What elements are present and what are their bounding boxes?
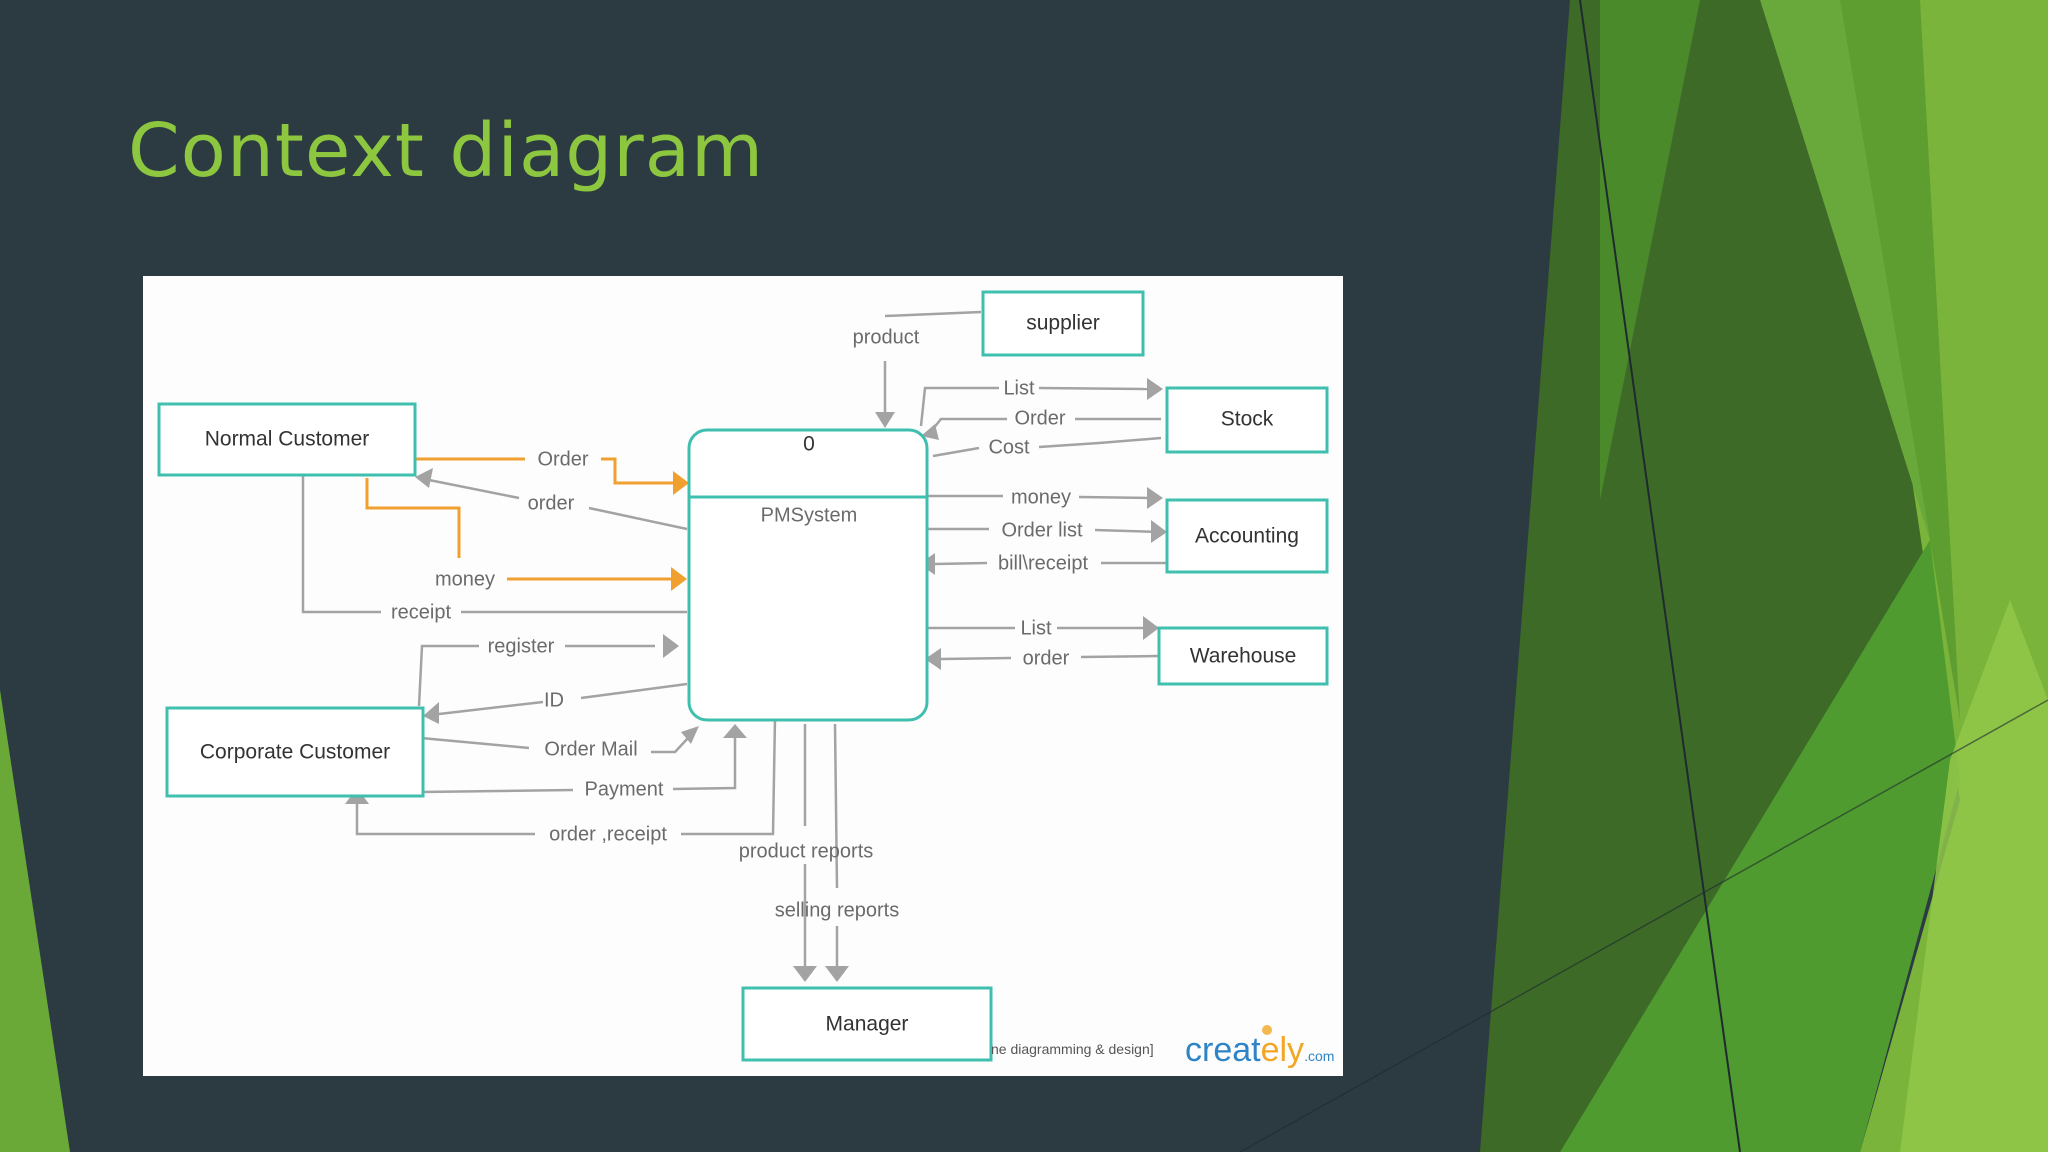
sun-icon xyxy=(1262,1025,1272,1035)
flow-label-cc-ordermail: Order Mail xyxy=(544,738,637,760)
watermark-text: ne diagramming & design] xyxy=(991,1041,1154,1057)
flow-label-nc-receipt: receipt xyxy=(391,601,451,623)
deco-green-shape xyxy=(1480,0,1930,1152)
arrowhead xyxy=(875,412,895,428)
flow-stock-order-line xyxy=(928,417,1007,435)
flow-wh-order-line xyxy=(1080,654,1160,659)
flow-label-acc-orderlist: Order list xyxy=(1001,519,1083,541)
entity-normal-customer-label: Normal Customer xyxy=(205,428,370,451)
arrowhead xyxy=(663,634,679,658)
diagram-canvas: product List Order Cost money Order list… xyxy=(157,290,1334,1069)
flow-cc-register-line xyxy=(417,644,479,707)
flow-label-supplier-product: product xyxy=(853,326,920,348)
arrowhead xyxy=(723,724,747,738)
flow-cc-id-line xyxy=(438,700,544,716)
entity-stock: Stock xyxy=(1165,386,1329,454)
flow-stock-cost-line xyxy=(1038,436,1162,449)
flow-label-wh-order: order xyxy=(1023,647,1070,669)
deco-thin-line xyxy=(1579,0,1741,1152)
flow-label-stock-order: Order xyxy=(1014,407,1065,429)
flow-cc-ordermail-line xyxy=(651,737,689,754)
arrowhead xyxy=(1147,378,1163,400)
flow-label-stock-cost: Cost xyxy=(988,436,1030,458)
arrowhead xyxy=(671,567,687,591)
flow-label-nc-money: money xyxy=(435,568,495,590)
entity-corporate-customer-label: Corporate Customer xyxy=(200,741,390,764)
deco-green-shape xyxy=(1600,0,1700,500)
arrowhead xyxy=(423,702,439,724)
deco-green-shape xyxy=(0,690,70,1152)
entity-supplier-label: supplier xyxy=(1026,312,1100,335)
flow-label-mgr-selling: selling reports xyxy=(775,899,900,921)
flow-acc-money-line xyxy=(1078,495,1150,500)
creately-logo: creately.com xyxy=(1185,1025,1334,1069)
svg-text:creately.com: creately.com xyxy=(1185,1031,1334,1069)
flow-acc-bill-line xyxy=(934,561,988,566)
flow-cc-ordermail-line xyxy=(420,736,530,750)
entity-warehouse: Warehouse xyxy=(1157,626,1329,686)
arrowhead xyxy=(673,471,689,495)
flow-cc-orderreceipt-line xyxy=(355,800,535,836)
flow-label-acc-money: money xyxy=(1011,486,1071,508)
entity-accounting-label: Accounting xyxy=(1195,525,1299,548)
entity-stock-label: Stock xyxy=(1221,408,1274,431)
deco-green-shape xyxy=(1760,0,1930,540)
context-diagram: product List Order Cost money Order list… xyxy=(143,276,1343,1076)
flow-label-cc-payment: Payment xyxy=(585,778,664,800)
flow-label-acc-bill: bill\receipt xyxy=(998,552,1088,574)
entity-normal-customer: Normal Customer xyxy=(157,402,417,477)
arrowhead xyxy=(921,424,939,440)
deco-green-shape xyxy=(1900,600,2048,1152)
process-pmsystem: 0 PMSystem xyxy=(687,428,929,722)
entity-warehouse-label: Warehouse xyxy=(1190,645,1297,668)
process-number: 0 xyxy=(803,433,815,456)
flow-nc-order-out-line xyxy=(428,478,520,500)
arrowhead xyxy=(415,468,433,488)
flow-nc-order-out-line xyxy=(588,506,688,531)
flow-cc-payment-line xyxy=(420,788,574,794)
flow-label-mgr-product: product reports xyxy=(739,840,874,862)
arrowhead xyxy=(825,966,849,982)
arrowhead xyxy=(681,726,699,744)
flow-label-nc-order-in: Order xyxy=(537,448,588,470)
flow-mgr-selling-line xyxy=(833,723,839,889)
flow-label-cc-register: register xyxy=(488,635,555,657)
slide-title: Context diagram xyxy=(128,108,765,194)
deco-green-shape xyxy=(1560,540,1960,1152)
flow-nc-money-line xyxy=(365,478,461,558)
entity-corporate-customer: Corporate Customer xyxy=(165,706,425,798)
flow-label-stock-list: List xyxy=(1003,377,1035,399)
flow-acc-orderlist-line xyxy=(1094,528,1162,534)
deco-thin-line xyxy=(1239,699,2048,1152)
entity-accounting: Accounting xyxy=(1165,498,1329,574)
flow-supplier-product-line xyxy=(884,310,982,318)
flow-cc-orderreceipt-line xyxy=(681,717,777,836)
flow-stock-list-line xyxy=(1038,386,1150,391)
flow-cc-id-line xyxy=(580,682,688,700)
arrowhead xyxy=(1147,487,1163,509)
process-name: PMSystem xyxy=(761,504,858,526)
arrowhead xyxy=(925,648,941,670)
arrowhead xyxy=(1151,520,1167,543)
flow-nc-order-in-line xyxy=(601,457,675,485)
entity-manager: Manager xyxy=(741,986,993,1062)
flow-nc-receipt-line xyxy=(301,476,381,614)
entity-manager-label: Manager xyxy=(826,1013,909,1036)
flow-label-cc-orderreceipt: order ,receipt xyxy=(549,823,667,845)
flow-stock-list-line xyxy=(919,386,999,427)
flow-stock-cost-line xyxy=(932,446,980,458)
arrowhead xyxy=(793,966,817,982)
flow-label-nc-order-out: order xyxy=(528,492,575,514)
entity-supplier: supplier xyxy=(981,290,1145,357)
flow-label-cc-id: ID xyxy=(544,689,564,711)
flow-cc-payment-line xyxy=(672,734,737,791)
flow-label-wh-list: List xyxy=(1020,617,1052,639)
arrowhead xyxy=(1143,616,1159,640)
flow-wh-order-line xyxy=(940,656,1012,661)
